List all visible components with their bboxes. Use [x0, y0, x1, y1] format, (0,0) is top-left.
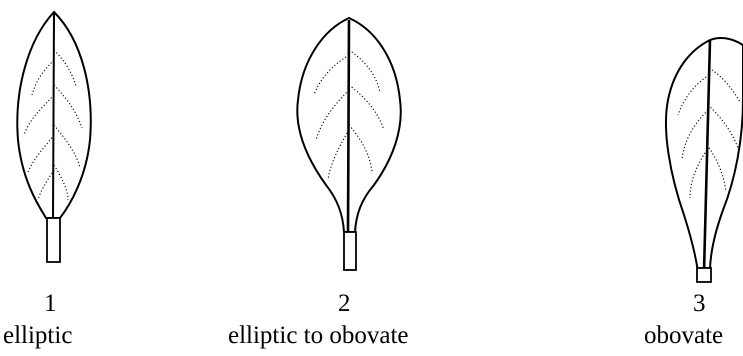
leaf-petiole	[697, 268, 711, 282]
leaf-figure-elliptic: 1 elliptic	[0, 0, 240, 356]
leaf-vein	[32, 60, 54, 95]
leaf-petiole	[47, 218, 60, 262]
figure-label: elliptic	[3, 322, 72, 350]
leaf-figure-obovate: 3 obovate	[590, 0, 743, 356]
obovate-leaf-drawing	[590, 0, 743, 290]
figure-label: obovate	[644, 322, 723, 350]
leaf-vein	[28, 135, 54, 172]
leaf-vein	[349, 50, 380, 92]
leaf-petiole	[344, 232, 356, 270]
leaf-vein	[328, 130, 349, 180]
leaf-figure-elliptic-to-obovate: 2 elliptic to obovate	[228, 0, 468, 356]
leaf-vein	[54, 125, 80, 168]
leaf-midrib	[53, 12, 54, 218]
leaf-midrib	[348, 20, 349, 232]
leaf-vein	[54, 50, 76, 86]
elliptic-to-obovate-leaf-drawing	[228, 0, 468, 280]
figure-number: 1	[44, 290, 57, 318]
figure-number: 2	[338, 290, 351, 318]
leaf-vein	[682, 110, 708, 160]
leaf-vein	[349, 85, 384, 130]
figure-number: 3	[693, 290, 706, 318]
elliptic-leaf-drawing	[0, 0, 110, 280]
leaf-vein	[54, 85, 82, 128]
leaf-vein	[709, 68, 740, 102]
leaf-vein	[690, 150, 707, 198]
leaf-vein	[54, 165, 68, 200]
leaf-vein	[316, 90, 349, 140]
leaf-vein	[707, 145, 726, 192]
leaf-vein	[38, 170, 54, 200]
leaf-midrib	[704, 40, 710, 272]
leaf-vein	[708, 105, 738, 148]
leaf-vein	[349, 125, 372, 172]
leaf-vein	[314, 55, 349, 95]
figure-label: elliptic to obovate	[228, 322, 409, 350]
leaf-vein	[24, 95, 54, 135]
leaf-vein	[678, 75, 709, 115]
